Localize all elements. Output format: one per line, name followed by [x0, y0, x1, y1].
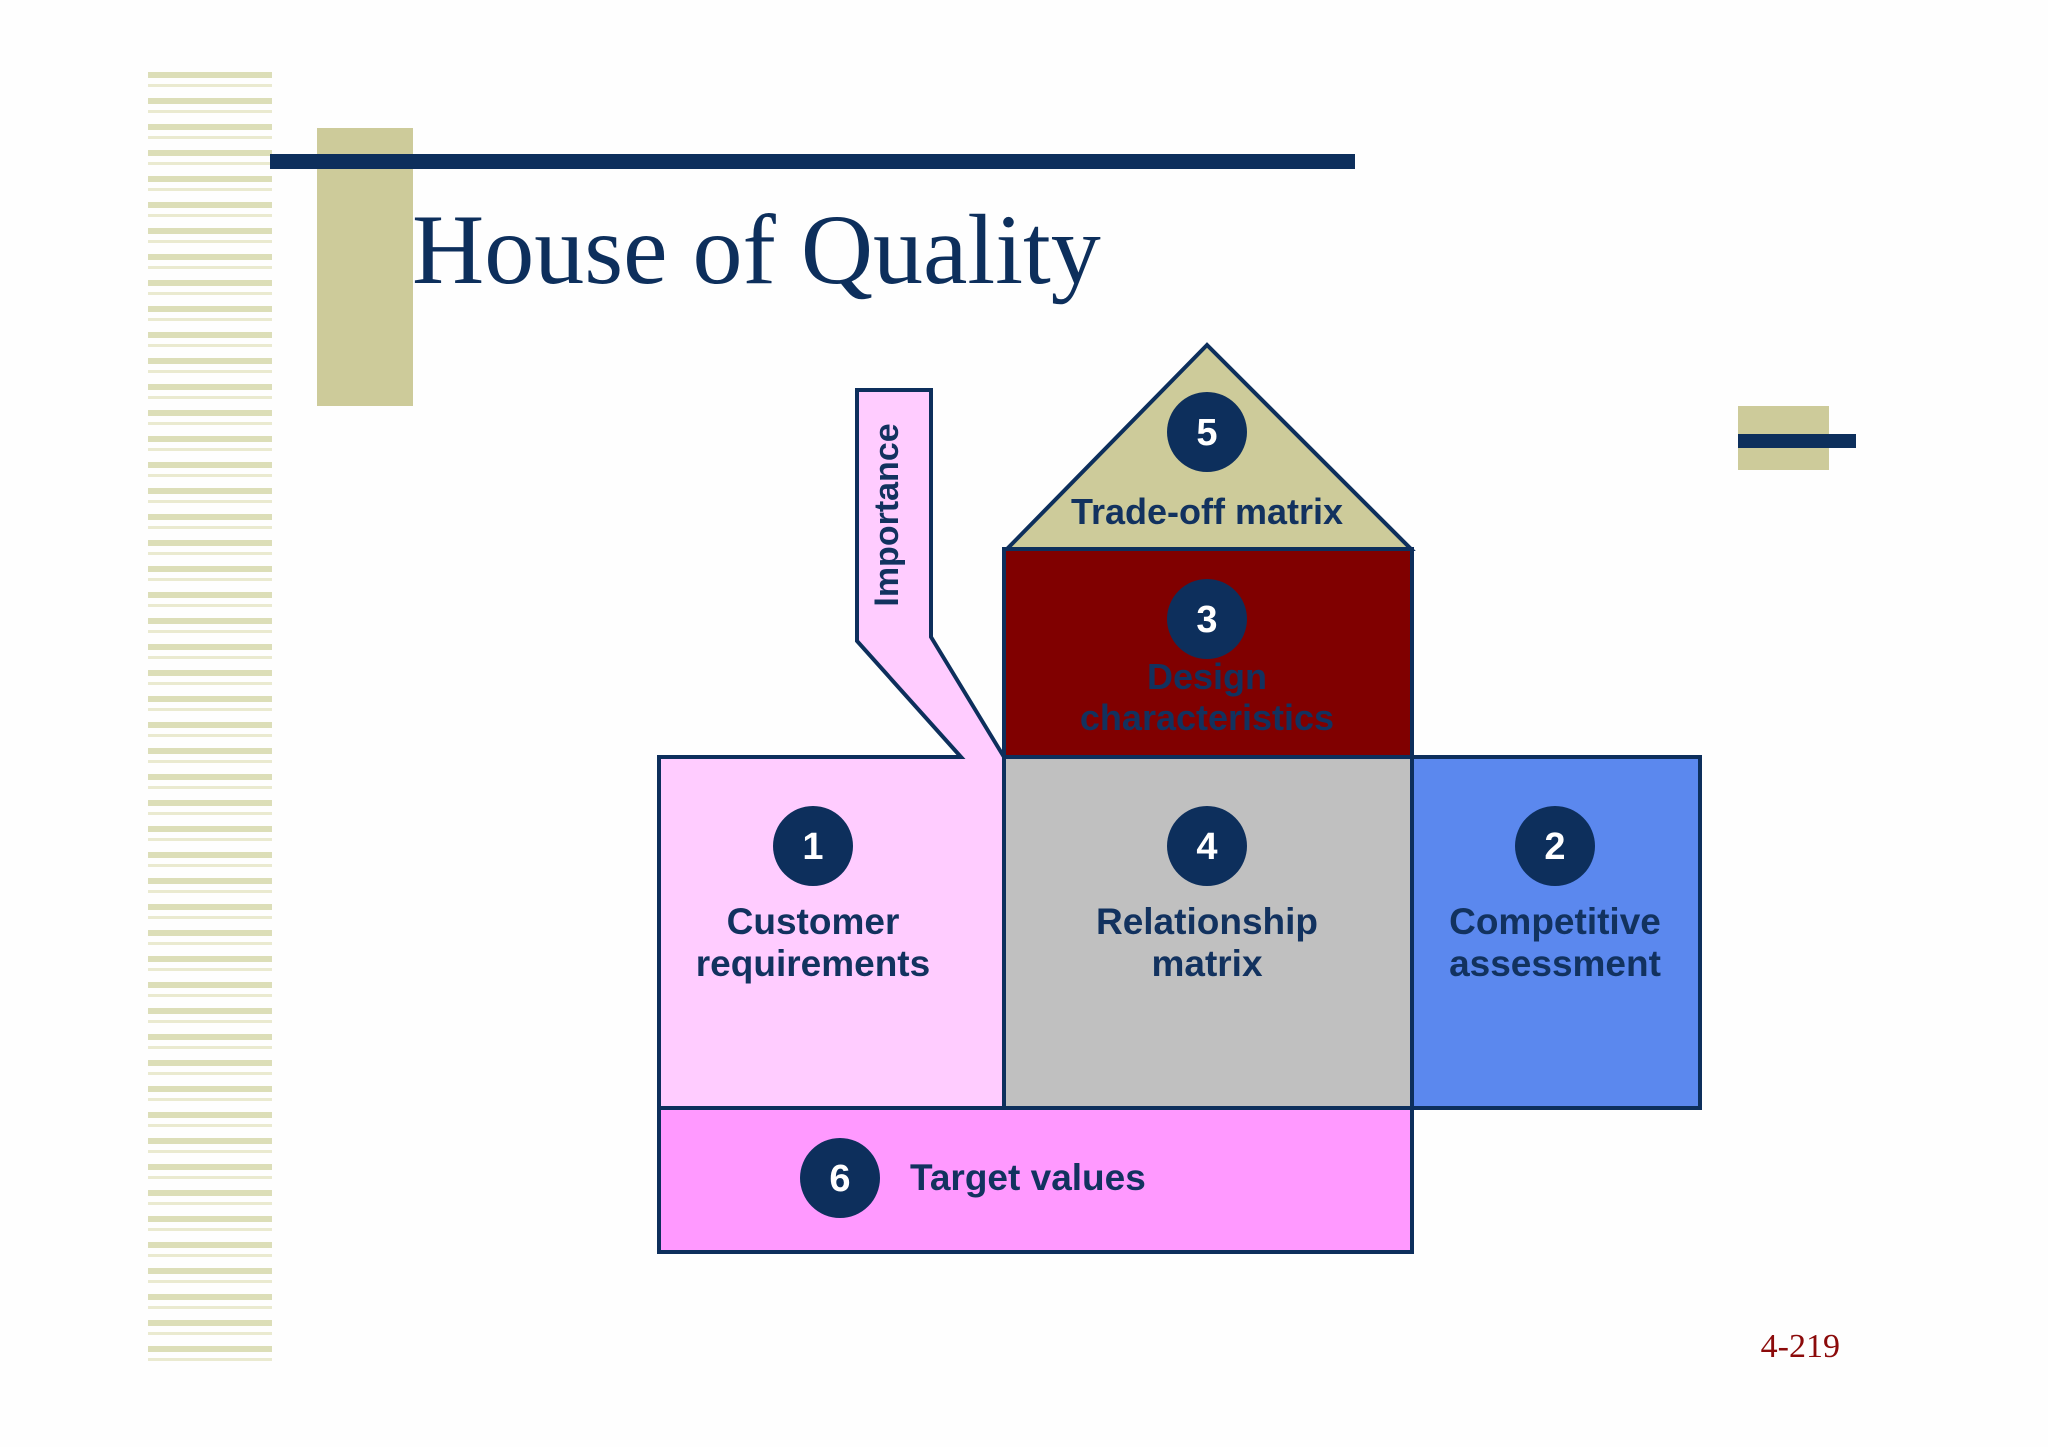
competitive-label-line-1: Competitive — [1449, 901, 1661, 942]
badge-3-number: 3 — [1196, 599, 1217, 641]
badge-3 — [1167, 579, 1247, 659]
relationship-label-line-2: matrix — [1151, 943, 1262, 984]
customer-requirements-block — [657, 388, 1006, 1110]
decorative-stripes — [148, 72, 272, 1372]
relationship-label-line-1: Relationship — [1096, 901, 1318, 942]
badge-5 — [1167, 392, 1247, 472]
title-rule — [270, 154, 1355, 169]
corner-accent-rule — [1738, 434, 1856, 448]
trade-off-label: Trade-off matrix — [1071, 491, 1343, 532]
badge-4-number: 4 — [1196, 826, 1217, 868]
badge-1-number: 1 — [802, 826, 823, 868]
badge-6 — [800, 1138, 880, 1218]
badge-6-number: 6 — [829, 1158, 850, 1200]
badge-1 — [773, 806, 853, 886]
competitive-label-line-2: assessment — [1449, 943, 1661, 984]
page-number: 4-219 — [1760, 1328, 1840, 1365]
customer-label-line-2: requirements — [696, 943, 930, 984]
design-label-line-2: characteristics — [1080, 697, 1334, 738]
badge-4 — [1167, 806, 1247, 886]
badge-2 — [1515, 806, 1595, 886]
page-title: House of Quality — [412, 194, 1101, 305]
target-values-label: Target values — [910, 1157, 1146, 1198]
customer-label-line-1: Customer — [727, 901, 900, 942]
importance-label: Importance — [868, 423, 906, 606]
design-label-line-1: Design — [1147, 656, 1267, 697]
title-accent-block — [317, 128, 413, 406]
badge-2-number: 2 — [1544, 826, 1565, 868]
target-values-block — [657, 1106, 1414, 1254]
badge-5-number: 5 — [1196, 412, 1217, 454]
